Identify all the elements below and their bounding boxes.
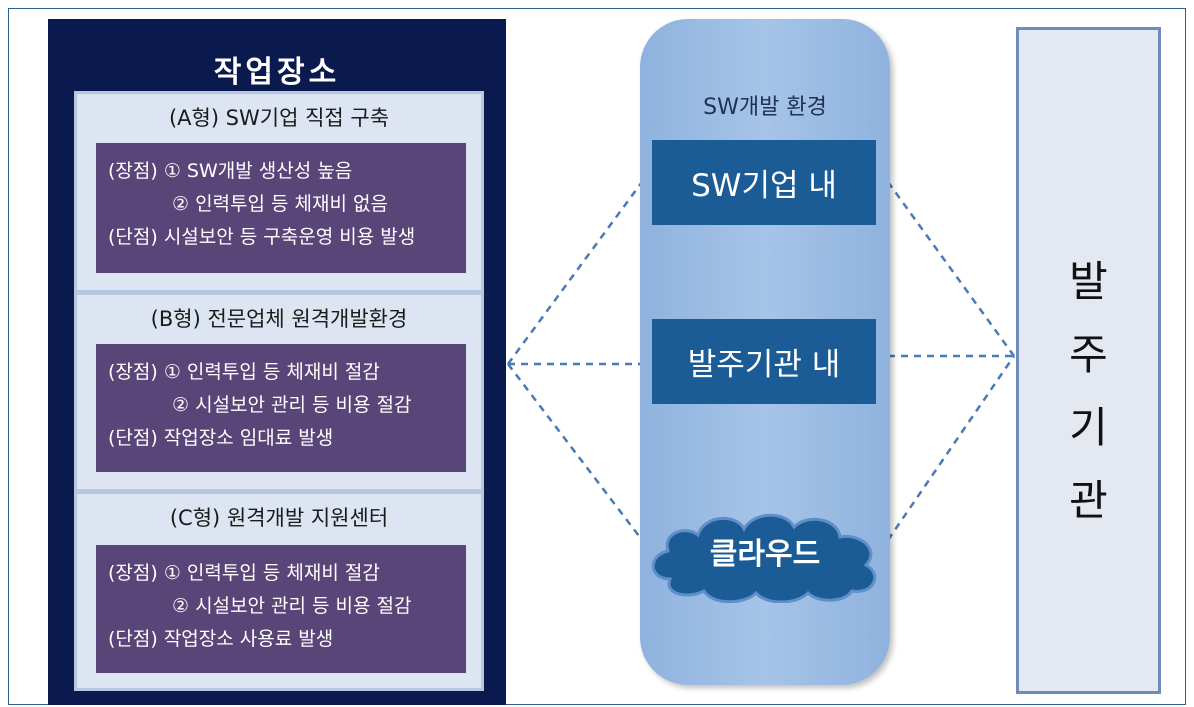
type-a-pro-1: (장점) ① SW개발 생산성 높음 [108,160,353,182]
type-a-con: (단점) 시설보안 등 구축운영 비용 발생 [108,226,416,248]
type-c-box: (C형) 원격개발 지원센터 (장점) ① 인력투입 등 체재비 절감 ② 시설… [74,491,484,691]
ordering-agency-char-3: 기 [1069,403,1108,452]
type-c-pro-2: ② 시설보안 관리 등 비용 절감 [172,595,412,617]
type-a-box: (A형) SW기업 직접 구축 (장점) ① SW개발 생산성 높음 ② 인력투… [74,91,484,293]
type-a-pro-2: ② 인력투입 등 체재비 없음 [172,193,388,215]
work-location-title: 작업장소 [213,55,341,90]
type-b-title: (B형) 전문업체 원격개발환경 [150,307,408,331]
sw-dev-environment-panel: SW개발 환경 SW기업 내 발주기관 내 클라우드 [640,19,890,685]
ordering-agency-box: 발 주 기 관 [1016,27,1161,694]
connector-left-top [506,181,644,365]
type-c-details: (장점) ① 인력투입 등 체재비 절감 ② 시설보안 관리 등 비용 절감 (… [96,545,466,673]
env-sw-company: SW기업 내 [652,140,876,225]
connector-left-bottom [507,363,643,541]
connector-right-top [886,181,1016,357]
cloud-icon [651,513,877,604]
type-a-details: (장점) ① SW개발 생산성 높음 ② 인력투입 등 체재비 없음 (단점) … [96,143,466,273]
type-b-details: (장점) ① 인력투입 등 체재비 절감 ② 시설보안 관리 등 비용 절감 (… [96,344,466,472]
sw-dev-environment-title: SW개발 환경 [703,95,827,120]
env-cloud: 클라우드 [640,499,890,604]
ordering-agency-char-4: 관 [1069,476,1108,525]
cloud-label: 클라우드 [709,537,821,572]
type-b-pro-2: ② 시설보안 관리 등 비용 절감 [172,394,412,416]
type-c-con: (단점) 작업장소 사용료 발생 [108,628,334,650]
type-b-con: (단점) 작업장소 임대료 발생 [108,427,334,449]
type-c-pro-1: (장점) ① 인력투입 등 체재비 절감 [108,562,380,584]
connector-right-bottom [886,355,1016,541]
ordering-agency-char-1: 발 [1069,257,1108,306]
type-a-title: (A형) SW기업 직접 구축 [168,106,390,130]
env-ordering-agency: 발주기관 내 [652,319,876,404]
diagram-frame [8,8,1186,705]
type-b-box: (B형) 전문업체 원격개발환경 (장점) ① 인력투입 등 체재비 절감 ② … [74,292,484,492]
type-b-pro-1: (장점) ① 인력투입 등 체재비 절감 [108,361,380,383]
ordering-agency-char-2: 주 [1069,330,1108,379]
work-location-panel: 작업장소 (A형) SW기업 직접 구축 (장점) ① SW개발 생산성 높음 … [48,19,506,705]
ordering-agency-label: 발 주 기 관 [1019,245,1158,537]
type-c-title: (C형) 원격개발 지원센터 [169,506,389,530]
